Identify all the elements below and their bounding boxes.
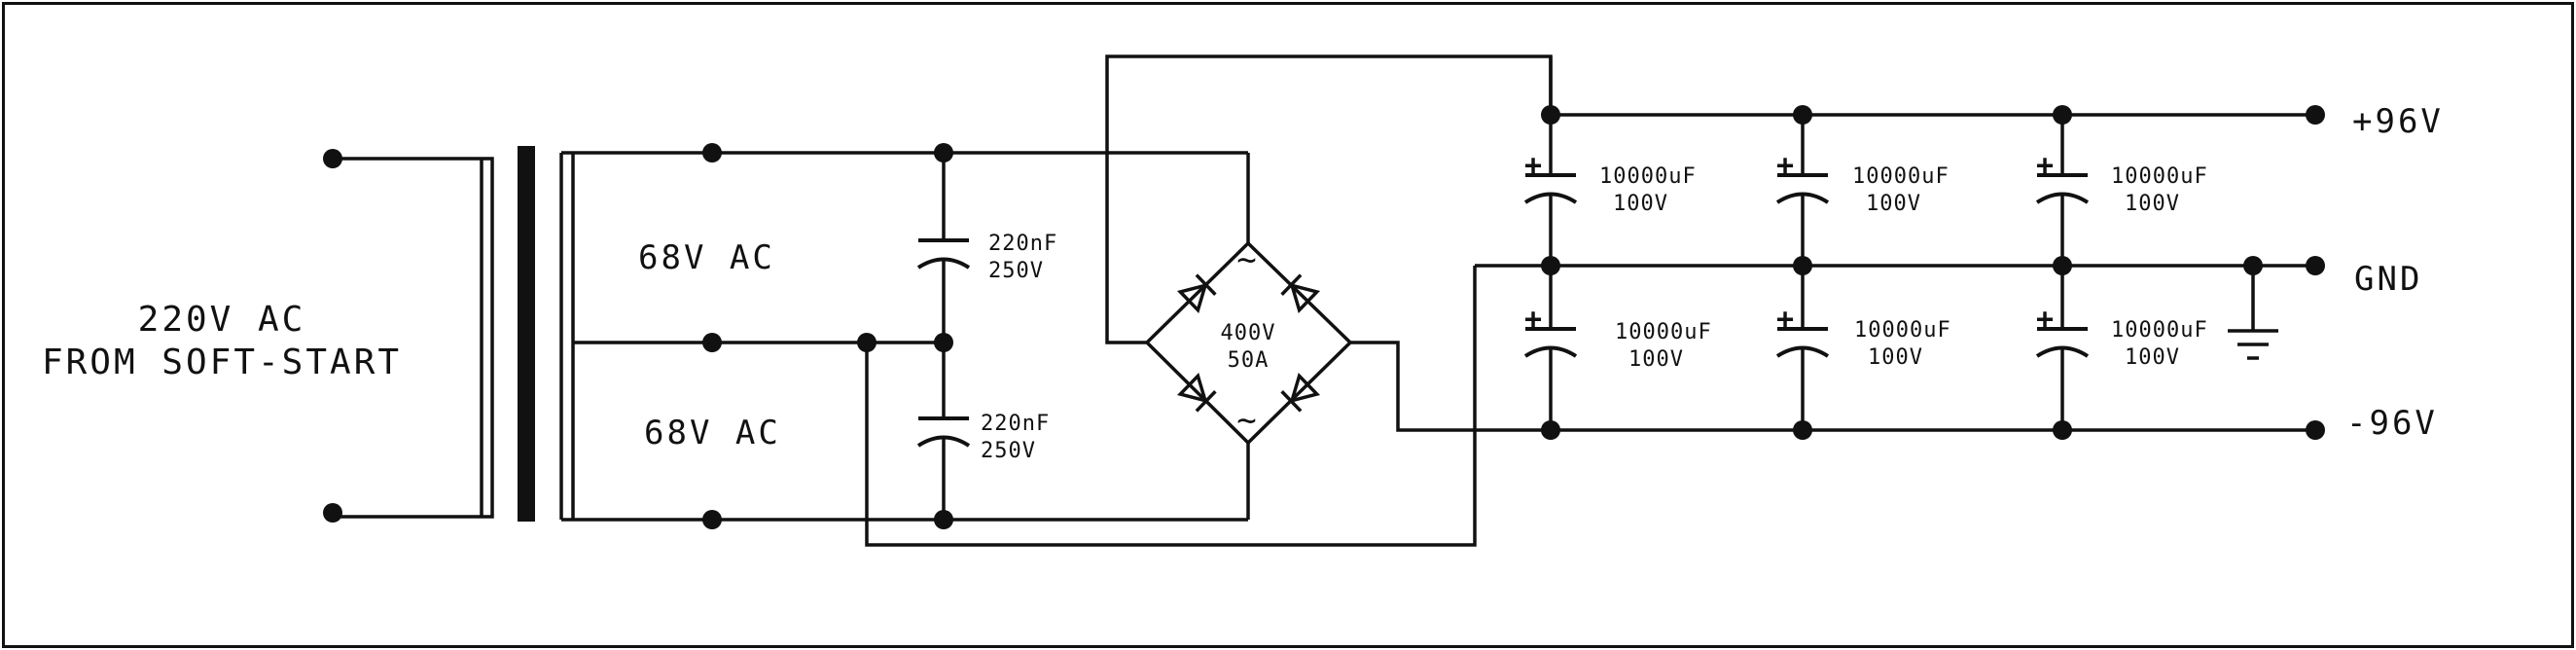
film-capacitor-lower <box>916 343 971 520</box>
output-label-negative: -96V <box>2346 404 2438 443</box>
cap-4-value: 10000uF <box>1615 320 1712 344</box>
cap-1-value: 10000uF <box>1599 164 1697 189</box>
cap-column-3 <box>2035 115 2090 430</box>
junction-dot <box>702 143 722 162</box>
polarity-mark: + <box>1524 303 1542 337</box>
film-cap-upper-voltage: 250V <box>988 259 1044 283</box>
input-terminal-bottom <box>323 503 342 523</box>
secondary-winding <box>559 151 1248 522</box>
cap-column-2 <box>1775 115 1830 430</box>
output-label-ground: GND <box>2354 260 2422 299</box>
cap-2-value: 10000uF <box>1852 164 1950 189</box>
junction-dot <box>1541 105 1560 125</box>
film-capacitor-upper <box>916 153 971 343</box>
cap-5-value: 10000uF <box>1854 318 1951 343</box>
junction-dot <box>1793 256 1812 275</box>
bridge-voltage: 400V <box>1221 321 1276 345</box>
junction-dot <box>702 333 722 352</box>
polarity-mark: + <box>1776 149 1794 183</box>
cap-column-1 <box>1523 115 1578 430</box>
output-terminal-ground <box>2306 256 2325 275</box>
junction-dot <box>2053 256 2072 275</box>
ground-symbol <box>2228 266 2278 360</box>
polarity-mark: + <box>2036 303 2054 337</box>
bridge-current: 50A <box>1228 348 1270 373</box>
junction-dot <box>1793 105 1812 125</box>
junction-dot <box>1541 420 1560 440</box>
diode-bottom-right <box>1280 372 1321 413</box>
output-rails <box>1475 56 2315 432</box>
film-cap-lower-value: 220nF <box>981 412 1050 436</box>
transformer-core <box>518 146 535 522</box>
diode-top-right <box>1280 273 1321 314</box>
film-cap-lower-voltage: 250V <box>981 439 1036 463</box>
film-cap-upper-value: 220nF <box>988 232 1057 256</box>
cap-1-voltage: 100V <box>1613 192 1668 216</box>
cap-3-voltage: 100V <box>2125 192 2180 216</box>
polarity-mark: + <box>1776 303 1794 337</box>
secondary-label-upper: 68V AC <box>638 238 775 277</box>
junction-dot <box>2053 420 2072 440</box>
cap-3-value: 10000uF <box>2111 164 2208 189</box>
center-tap-wire <box>865 266 1477 547</box>
diode-top-left <box>1176 273 1217 314</box>
cap-6-value: 10000uF <box>2111 318 2208 343</box>
output-terminal-negative <box>2306 420 2325 440</box>
junction-dot <box>1541 256 1560 275</box>
input-label-line2: FROM SOFT-START <box>42 343 402 382</box>
primary-input <box>323 146 535 523</box>
output-label-positive: +96V <box>2352 102 2444 141</box>
bridge-ac-mark-bottom: ~ <box>1236 401 1259 440</box>
bridge-ac-mark-top: ~ <box>1236 240 1259 279</box>
bridge-rectifier <box>1105 54 1553 520</box>
cap-2-voltage: 100V <box>1866 192 1921 216</box>
junction-dot <box>1793 420 1812 440</box>
junction-dot <box>702 510 722 529</box>
polarity-mark: + <box>2036 149 2054 183</box>
junction-dot <box>2053 105 2072 125</box>
secondary-label-lower: 68V AC <box>644 414 781 452</box>
primary-winding-outer <box>333 157 494 519</box>
cap-4-voltage: 100V <box>1628 347 1684 372</box>
polarity-mark: + <box>1524 149 1542 183</box>
diode-bottom-left <box>1176 372 1217 413</box>
cap-5-voltage: 100V <box>1868 345 1923 370</box>
cap-6-voltage: 100V <box>2125 345 2180 370</box>
input-label-line1: 220V AC <box>138 300 306 340</box>
output-terminal-positive <box>2306 105 2325 125</box>
